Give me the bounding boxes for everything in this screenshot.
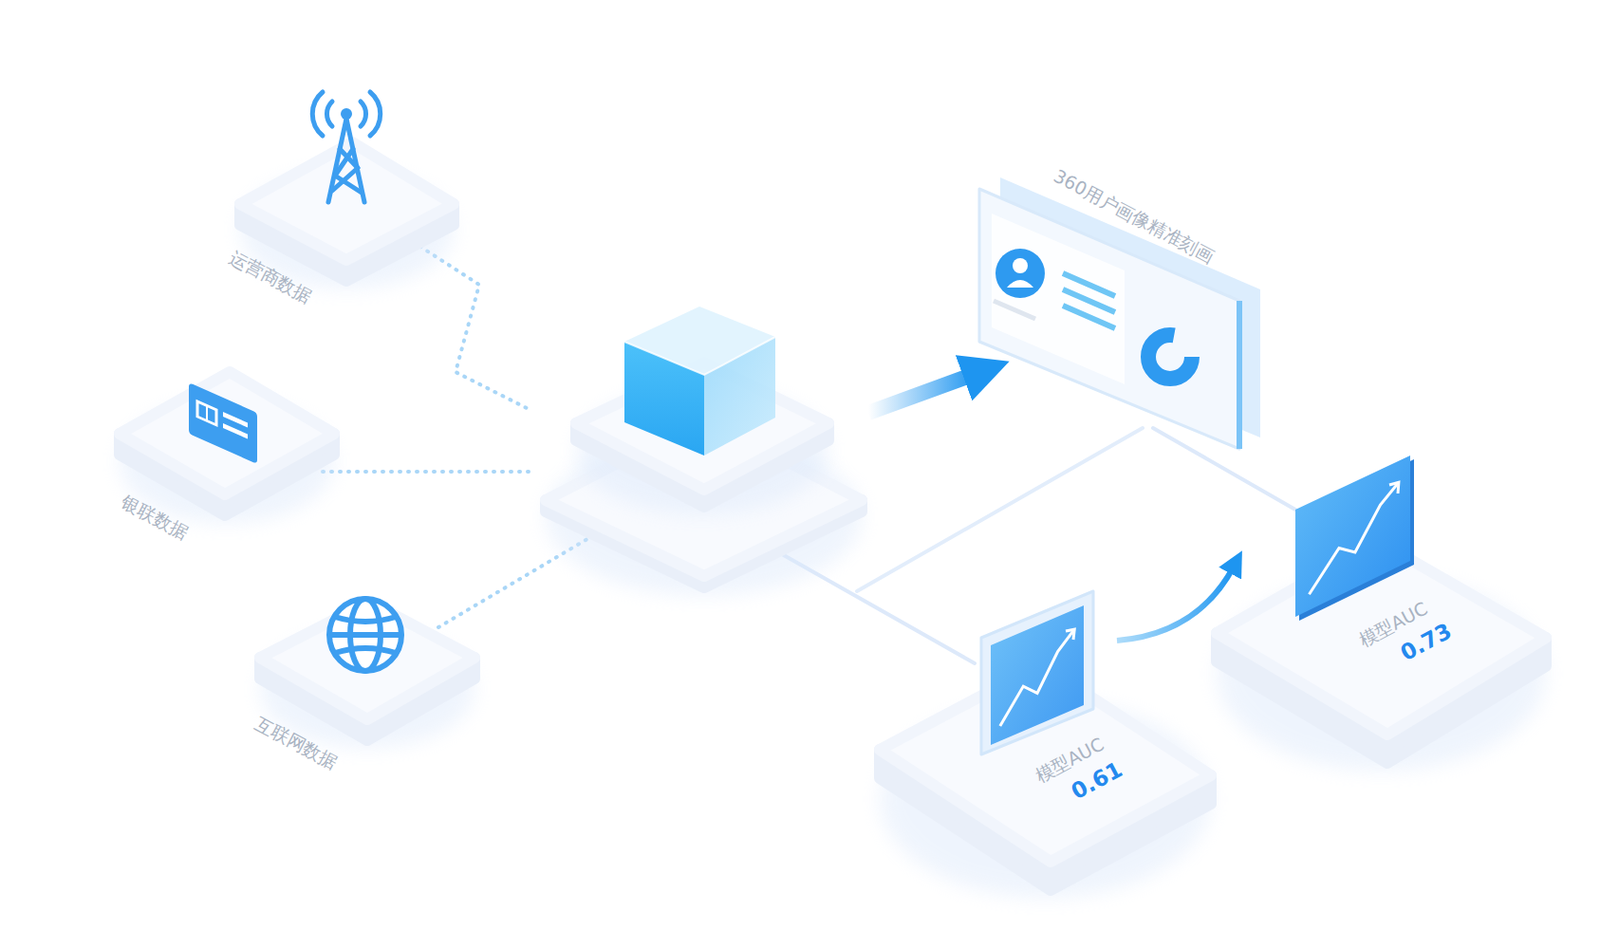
drawing-part	[1006, 279, 1034, 288]
drawing-part	[993, 300, 1036, 319]
drawing-part	[979, 188, 1240, 449]
drawing-part	[197, 401, 217, 426]
node-shape	[1209, 450, 1552, 769]
monitor-icon	[1295, 455, 1414, 621]
platform-top	[119, 372, 335, 495]
drawing-part	[188, 382, 258, 465]
drawing-part	[370, 92, 381, 136]
drawing-part	[329, 632, 402, 638]
model-node: 模型AUC0.61	[873, 588, 1215, 897]
drawing-part	[1295, 455, 1411, 617]
platform-top	[240, 142, 454, 261]
profile-node: 360用户画像精准刻画	[972, 156, 1253, 456]
node-shape	[526, 279, 869, 594]
drawing-part	[1065, 629, 1075, 640]
hub-node	[526, 279, 869, 594]
drawing-part	[1309, 482, 1399, 595]
drawing-part	[624, 336, 776, 375]
card-icon	[188, 382, 258, 465]
drawing-part	[326, 101, 333, 127]
drawing-part	[991, 213, 1125, 385]
cube-icon	[624, 306, 776, 456]
drawing-part	[334, 648, 396, 653]
drawing-part	[312, 92, 323, 136]
drawing-part	[205, 405, 208, 421]
drawing-part	[223, 423, 248, 440]
drawing-part	[981, 591, 1094, 755]
node-shape	[873, 588, 1215, 897]
drawing-part	[334, 616, 396, 622]
node-shape	[241, 588, 480, 788]
node-shape	[208, 80, 466, 318]
link-line	[856, 427, 1143, 592]
drawing-part	[329, 598, 402, 671]
drawing-part	[334, 175, 362, 193]
drawing-part	[1148, 334, 1192, 379]
globe-icon	[329, 598, 402, 671]
data-source-node: 运营商数据	[208, 80, 466, 318]
data-source-node: 互联网数据	[241, 588, 480, 788]
drawing-part	[1000, 629, 1075, 726]
drawing-part	[1236, 300, 1243, 449]
dotted-connector	[322, 469, 532, 474]
drawing-part	[995, 248, 1045, 298]
drawing-part	[704, 336, 776, 456]
drawing-part	[360, 101, 367, 127]
drawing-part	[340, 108, 353, 120]
drawing-part	[1389, 482, 1399, 494]
flow-arrow	[868, 372, 978, 413]
drawing-part	[990, 605, 1084, 745]
tower-icon	[312, 92, 380, 203]
model-node: 模型AUC0.73	[1209, 450, 1552, 769]
monitor-icon	[981, 591, 1094, 755]
data-source-node: 银联数据	[109, 365, 342, 556]
drawing-part	[1062, 305, 1116, 329]
node-shape	[109, 365, 342, 556]
drawing-part	[1012, 258, 1028, 274]
